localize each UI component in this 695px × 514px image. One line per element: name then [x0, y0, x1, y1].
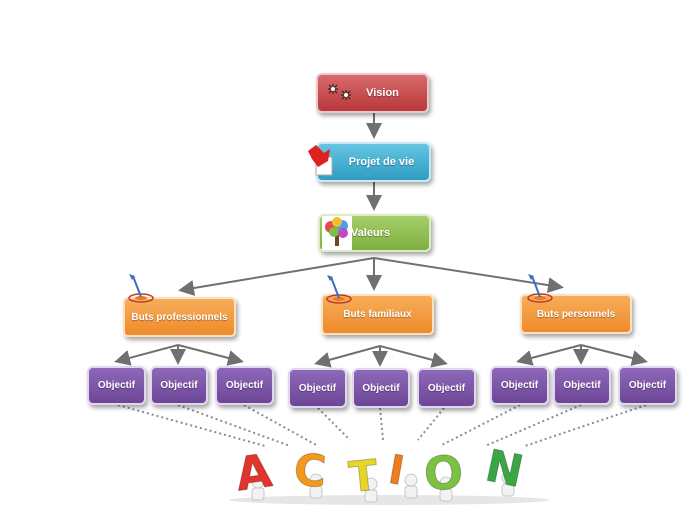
objectif-label: Objectif [362, 382, 400, 394]
arrow-valeurs-but-pro [178, 257, 375, 296]
objectif-label: Objectif [298, 382, 337, 394]
action-letter: O [422, 445, 465, 502]
objectif-box: Objectif [553, 366, 611, 405]
action-letter: N [481, 440, 528, 498]
objectif-label: Objectif [628, 380, 667, 391]
action-letter: C [292, 445, 328, 498]
valeurs-label: Valeurs [350, 227, 391, 239]
target-arrow-icon [527, 274, 553, 303]
but-box-personnels: Buts personnels [520, 294, 632, 334]
action-letter: A [232, 443, 275, 501]
figure-icon [364, 477, 378, 503]
action-letter: T [347, 450, 381, 502]
projet-de-vie-label: Projet de vie [348, 156, 415, 168]
objectif-box: Objectif [150, 366, 208, 405]
but-label: Buts familiaux [343, 309, 412, 320]
vision-label: Vision [366, 87, 399, 99]
figure-icon [404, 473, 418, 499]
objectif-label: Objectif [427, 382, 466, 394]
but-label: Buts personnels [536, 308, 616, 320]
objectif-label: Objectif [563, 380, 601, 391]
dotted-lines [117, 404, 647, 447]
figure-icon [439, 476, 453, 502]
tree-icon [322, 216, 352, 250]
but-label: Buts professionnels [131, 311, 228, 323]
fireworks-icon [328, 84, 351, 100]
hand-pointer-icon [308, 145, 333, 176]
target-arrow-icon [326, 275, 352, 304]
projet-de-vie-box: Projet de vie [316, 142, 431, 182]
objectif-box: Objectif [288, 368, 347, 408]
objectif-label: Objectif [160, 380, 198, 391]
but-box-professionnels: Buts professionnels [123, 297, 236, 337]
figure-icon [309, 473, 323, 499]
objectif-label: Objectif [225, 380, 264, 391]
objectif-box: Objectif [618, 366, 677, 405]
figure-icon [501, 471, 515, 497]
objectif-box: Objectif [352, 368, 410, 408]
action-letter: I [385, 447, 408, 495]
vision-box: Vision [316, 73, 429, 113]
target-arrow-icon [128, 274, 154, 303]
arrow-valeurs-but-perso [373, 257, 564, 294]
objectif-label: Objectif [97, 380, 136, 391]
figure-icon [251, 475, 265, 501]
objectif-box: Objectif [490, 366, 549, 405]
objectif-box: Objectif [215, 366, 274, 405]
objectif-box: Objectif [87, 366, 146, 405]
objectif-label: Objectif [500, 380, 539, 391]
objectif-box: Objectif [417, 368, 476, 408]
